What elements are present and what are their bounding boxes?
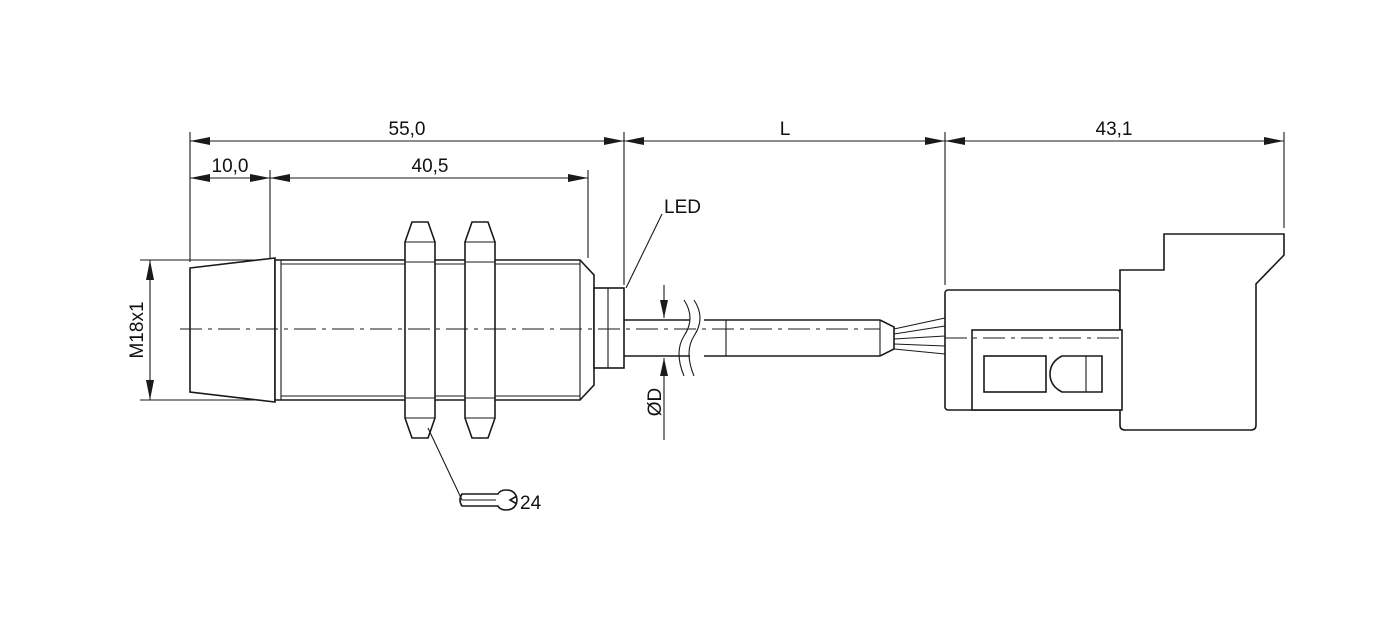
dimension-thread-length xyxy=(270,174,588,182)
sensor-front-cap xyxy=(189,257,276,403)
dim-text-overall: 55,0 xyxy=(389,119,426,140)
lock-nut-1 xyxy=(404,221,436,439)
dimension-cable-length xyxy=(624,137,945,145)
led-label: LED xyxy=(664,197,701,218)
connector xyxy=(944,233,1285,431)
dim-text-connector: 43,1 xyxy=(1096,119,1133,140)
cable xyxy=(624,299,895,377)
wrench-callout xyxy=(427,427,496,501)
dim-text-thread-length: 40,5 xyxy=(412,156,449,177)
dim-text-cable-diameter: ØD xyxy=(645,388,666,417)
cable-wires xyxy=(893,317,946,355)
dim-text-front-cap: 10,0 xyxy=(212,156,249,177)
dimension-connector xyxy=(945,137,1284,145)
wrench-icon xyxy=(459,489,518,511)
dim-text-thread: M18x1 xyxy=(127,301,148,358)
sensor-threaded-body xyxy=(274,259,625,401)
lock-nut-2 xyxy=(464,221,496,439)
dimension-cable-diameter xyxy=(660,285,668,440)
dimension-front-cap xyxy=(190,174,270,182)
dimension-thread-diameter xyxy=(146,260,154,400)
led-callout xyxy=(625,213,663,289)
dimension-overall xyxy=(190,137,624,145)
wrench-size-label: 24 xyxy=(520,493,542,514)
extension-lines xyxy=(140,132,1285,401)
dim-text-cable-length: L xyxy=(780,119,791,140)
